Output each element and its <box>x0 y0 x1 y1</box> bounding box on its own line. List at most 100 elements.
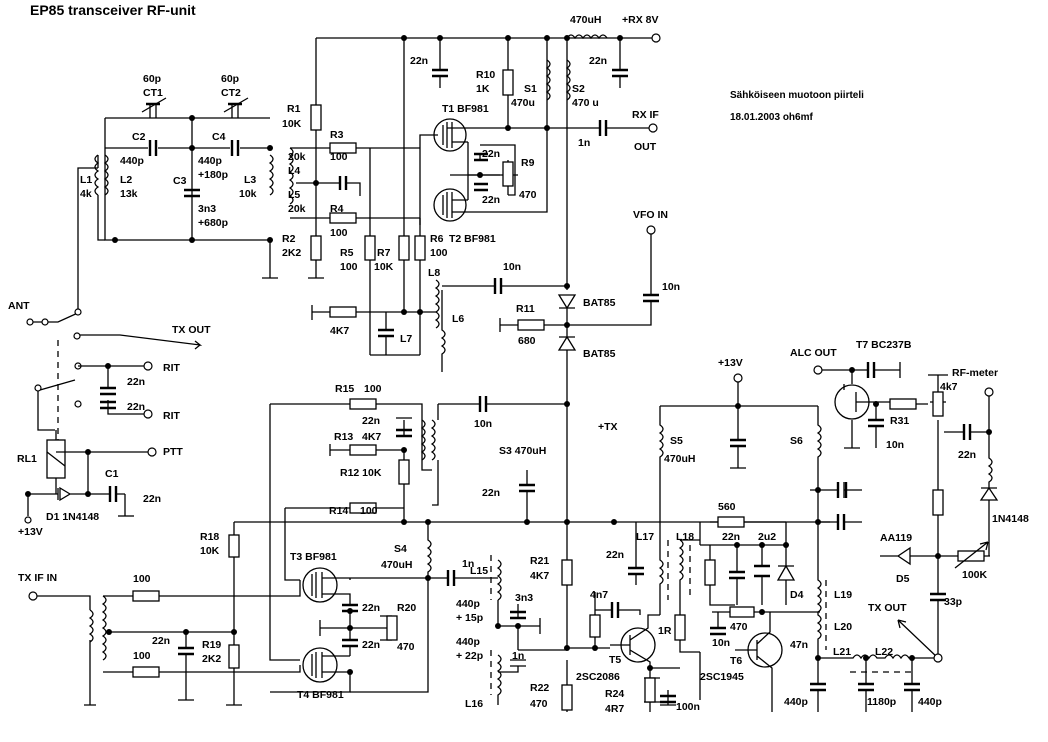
t3-label: T3 BF981 <box>290 551 337 563</box>
rx-if-cap-label: 1n <box>578 137 590 149</box>
l20-label: L20 <box>834 621 852 633</box>
l17-cap-label: 22n <box>606 549 624 561</box>
r2-label: R2 <box>282 233 296 245</box>
ant-label: ANT <box>8 300 30 312</box>
c2-label: C2 <box>132 131 146 143</box>
c-4n7-label: 4n7 <box>590 589 608 601</box>
r6-label: R6 <box>430 233 444 245</box>
c3-label: C3 <box>173 175 187 187</box>
c-22n-r19-label: 22n <box>152 635 170 647</box>
s5-label: S5 <box>670 435 683 447</box>
r2-value: 2K2 <box>282 247 301 259</box>
l8-label: L8 <box>428 267 440 279</box>
s5-value: 470uH <box>664 453 696 465</box>
c4-value-extra: +180p <box>198 169 228 181</box>
rl1-label: RL1 <box>17 453 37 465</box>
l22-label: L22 <box>875 646 893 658</box>
s4-value: 470uH <box>381 559 413 571</box>
r-470-t6-label: 470 <box>730 621 748 633</box>
r5-label: R5 <box>340 247 354 259</box>
r19-label: R19 <box>202 639 221 651</box>
t4-label: T4 BF981 <box>297 689 344 701</box>
rx-mixer-section: 22n R10 1K S1 470u S2 470 u 470uH +RX 8V… <box>282 14 661 372</box>
c4-value: 440p <box>198 155 222 167</box>
pot-100k-label: 100K <box>962 569 988 581</box>
tx-out-top-label: TX OUT <box>172 324 211 336</box>
c2-value: 440p <box>120 155 144 167</box>
s3-label: S3 470uH <box>499 445 546 457</box>
c-2u2-label: 2u2 <box>758 531 776 543</box>
r4-value: 100 <box>330 227 348 239</box>
c-440p-15p-label: 440p <box>456 598 480 610</box>
l1-label: L1 <box>80 174 92 186</box>
v13-left-label: +13V <box>18 526 43 538</box>
t5-type-label: 2SC2086 <box>576 671 620 683</box>
c-10n-a-label: 10n <box>503 261 521 273</box>
rit1-label: RIT <box>163 362 181 374</box>
r12-label: R12 10K <box>340 467 382 479</box>
d5-label: D5 <box>896 573 910 585</box>
c1-label: C1 <box>105 468 119 480</box>
l7-label: L7 <box>400 333 412 345</box>
tx-driver-section: 1n L15 440p + 15p 3n3 440p + 22p 1n L16 … <box>428 421 820 715</box>
l6-label: L6 <box>452 313 464 325</box>
rit-c2-label: 22n <box>127 401 145 413</box>
c-10n-t6-label: 10n <box>712 637 730 649</box>
r31-label: R31 <box>890 415 909 427</box>
vfo-cap-label: 10n <box>662 281 680 293</box>
c-22n-t3-label: 22n <box>362 602 380 614</box>
c3-value-extra: +680p <box>198 217 228 229</box>
ct1-label: CT1 <box>143 87 163 99</box>
l18-label: L18 <box>676 531 694 543</box>
l3-value: 10k <box>239 188 257 200</box>
aa119-label: AA119 <box>880 532 912 544</box>
tx-plus-label: +TX <box>598 421 618 433</box>
c-22n-l18-label: 22n <box>722 531 740 543</box>
rit2-label: RIT <box>163 410 181 422</box>
l3-label: L3 <box>244 174 256 186</box>
vfo-in-label: VFO IN <box>633 209 668 221</box>
c-47n-label: 47n <box>790 639 808 651</box>
r15-value: 100 <box>364 383 382 395</box>
rf-meter-label: RF-meter <box>952 367 998 379</box>
alc-out-label: ALC OUT <box>790 347 837 359</box>
r1-label: R1 <box>287 103 301 115</box>
tx-if-in-label: TX IF IN <box>18 572 57 584</box>
r9-label: R9 <box>521 157 535 169</box>
c-440p-b-label: 440p <box>918 696 942 708</box>
r20-value: 470 <box>397 641 415 653</box>
r13-value: 4K7 <box>362 431 381 443</box>
s6-label: S6 <box>790 435 803 447</box>
d-1n4148-label: 1N4148 <box>992 513 1029 525</box>
c4-label: C4 <box>212 131 226 143</box>
c-440p-15p-extra: + 15p <box>456 612 483 624</box>
r20-label: R20 <box>397 602 416 614</box>
r14-value: 100 <box>360 505 378 517</box>
t6-label: T6 <box>730 655 742 667</box>
date-note: 18.01.2003 oh6mf <box>730 112 813 123</box>
d1-label: D1 1N4148 <box>46 511 99 523</box>
t5-label: T5 <box>609 654 621 666</box>
bat85-1-label: BAT85 <box>583 297 616 309</box>
rx-8v-label: +RX 8V <box>622 14 658 26</box>
c-440p-22p-label: 440p <box>456 636 480 648</box>
c-33p-label: 33p <box>944 596 962 608</box>
l5-label: L5 <box>288 189 300 201</box>
l21-label: L21 <box>833 646 851 658</box>
r-100-b-label: 100 <box>133 650 151 662</box>
c-440p-a-label: 440p <box>784 696 808 708</box>
c-1n-l16-label: 1n <box>512 650 524 662</box>
l19-label: L19 <box>834 589 852 601</box>
c-1n-s4-label: 1n <box>462 558 474 570</box>
ct2-label: CT2 <box>221 87 241 99</box>
r-4k7-label: 4K7 <box>330 325 349 337</box>
r3-value: 100 <box>330 151 348 163</box>
s1-label: S1 <box>524 83 537 95</box>
preselector-section: 60p CT1 60p CT2 C2 440p C4 440p +180p C3… <box>77 73 278 300</box>
l2-value: 13k <box>120 188 138 200</box>
tx-out-bottom-label: TX OUT <box>868 602 907 614</box>
t1-label: T1 BF981 <box>442 103 489 115</box>
s3-cap-label: 22n <box>482 487 500 499</box>
c-1180p-label: 1180p <box>867 696 896 708</box>
r11-value: 680 <box>518 335 536 347</box>
